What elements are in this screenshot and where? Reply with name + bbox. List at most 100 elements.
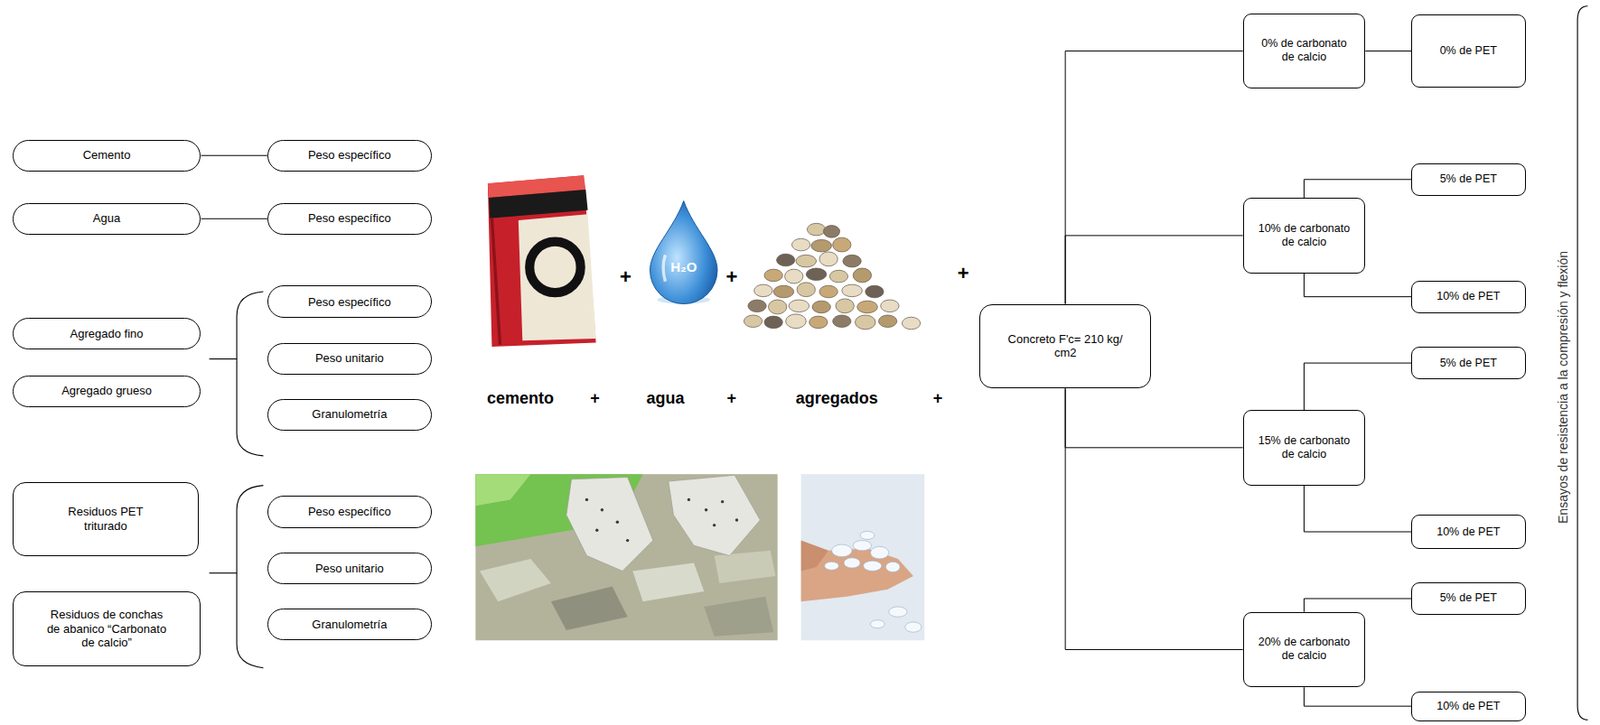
connector — [200, 155, 267, 157]
stone — [835, 299, 854, 314]
connector — [1303, 179, 1412, 198]
dot — [712, 523, 716, 527]
connector — [200, 218, 267, 220]
process-box: 0% de PET — [1411, 14, 1526, 88]
node-text: Agregado fino — [70, 327, 144, 342]
process-box: 5% de PET — [1411, 346, 1526, 380]
plus-sign: + — [619, 266, 632, 289]
water-formula: H₂O — [670, 260, 697, 276]
node-text: 5% de PET — [1440, 172, 1498, 187]
connector — [1303, 486, 1412, 533]
stone — [854, 315, 876, 330]
process-box: 10% de PET — [1411, 692, 1526, 722]
process-box: 0% de carbonato de calcio — [1243, 13, 1367, 90]
node-text: 10% de PET — [1436, 700, 1500, 714]
brace-tick — [209, 358, 237, 360]
stone — [852, 268, 871, 283]
stone — [812, 300, 831, 314]
process-box: Residuos PET triturado — [12, 482, 200, 556]
node-text: Granulometría — [311, 407, 387, 422]
stone — [788, 299, 810, 313]
brace-tick — [209, 572, 237, 574]
node-text: Peso unitario — [315, 351, 384, 366]
process-box: 10% de carbonato de calcio — [1243, 197, 1367, 274]
stone — [832, 315, 852, 328]
node-text: 0% de carbonato de calcio — [1256, 37, 1352, 65]
node-text: 20% de carbonato de calcio — [1256, 636, 1352, 664]
photo-ground — [801, 474, 926, 641]
flake — [870, 546, 889, 560]
dot — [735, 518, 739, 522]
process-box: 5% de PET — [1411, 582, 1526, 616]
drop-shine — [663, 254, 665, 281]
connector — [1065, 235, 1244, 305]
pet-chip — [479, 559, 552, 602]
connector — [1065, 388, 1244, 650]
stone — [748, 299, 767, 313]
process-box: 10% de PET — [1411, 514, 1526, 549]
stone — [811, 239, 833, 253]
node-text: 0% de PET — [1440, 44, 1498, 58]
stone — [823, 225, 840, 239]
stone — [764, 269, 783, 282]
dot — [720, 500, 724, 504]
dot — [600, 508, 604, 512]
photo-ground — [475, 474, 777, 641]
stone — [805, 268, 827, 281]
pet-chip — [632, 562, 704, 602]
process-box: 20% de carbonato de calcio — [1243, 612, 1367, 689]
process-box: Peso específico — [267, 140, 432, 172]
bag-fold — [491, 218, 500, 346]
stone — [865, 285, 884, 299]
flake — [832, 544, 853, 558]
process-box: Agregado fino — [12, 318, 202, 350]
bracket — [1577, 6, 1588, 721]
flake — [843, 558, 861, 569]
brace — [236, 486, 263, 669]
brace — [236, 291, 263, 457]
stone — [785, 269, 804, 284]
process-box: 10% de PET — [1411, 280, 1526, 314]
flake — [905, 622, 922, 633]
node-text: Granulometría — [311, 617, 387, 633]
node-text: Agua — [93, 211, 121, 226]
connector — [1303, 273, 1412, 298]
stone — [880, 299, 899, 313]
process-box: Cemento — [12, 140, 202, 172]
ingredient-label: cemento — [486, 390, 554, 409]
stone — [809, 316, 828, 329]
process-box: Residuos de conchas de abanico “Carbonat… — [12, 591, 202, 666]
dot — [626, 539, 629, 543]
plus-sign: + — [957, 262, 970, 285]
stone — [776, 253, 796, 267]
stone — [857, 300, 879, 314]
stone — [773, 285, 795, 299]
pet-photo — [475, 474, 777, 641]
connector — [1065, 50, 1244, 304]
node-text: Peso específico — [308, 211, 392, 226]
node-text: Peso específico — [308, 505, 392, 520]
node-text: 15% de carbonato de calcio — [1256, 434, 1352, 462]
ingredient-label: agua — [645, 390, 684, 409]
node-text: Concreto F'c= 210 kg/ cm2 — [1000, 332, 1132, 361]
node-text: 10% de carbonato de calcio — [1256, 222, 1352, 250]
process-box: Peso específico — [267, 285, 432, 319]
stone — [829, 270, 848, 283]
stone — [901, 317, 920, 330]
node-text: Residuos de conchas de abanico “Carbonat… — [43, 608, 170, 651]
stone — [791, 238, 810, 252]
flake — [870, 620, 885, 629]
flake — [824, 561, 840, 571]
bag-band — [488, 189, 589, 219]
process-box: Peso específico — [267, 495, 432, 529]
process-box: Concreto F'c= 210 kg/ cm2 — [979, 304, 1151, 390]
plus-sign: + — [725, 266, 738, 289]
pet-chip — [551, 586, 628, 631]
stone — [743, 315, 762, 328]
flake — [860, 531, 875, 540]
process-box: Peso específico — [267, 203, 432, 235]
connector — [1303, 687, 1412, 707]
node-text: Peso unitario — [315, 561, 384, 577]
pet-chip — [714, 551, 777, 584]
